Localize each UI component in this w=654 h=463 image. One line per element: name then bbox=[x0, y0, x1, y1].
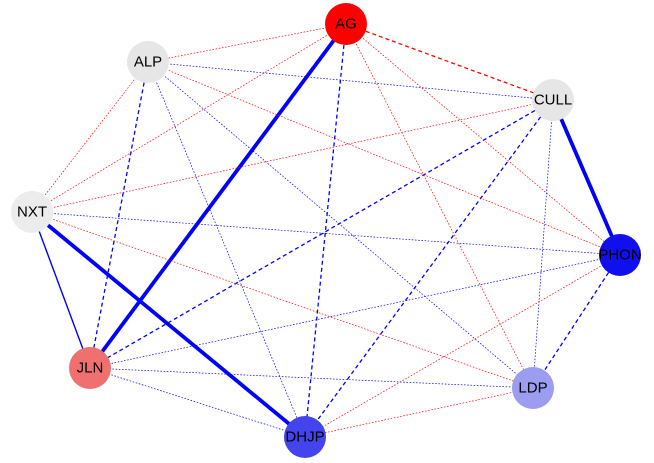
node-label: CULL bbox=[534, 92, 572, 109]
node-circle bbox=[284, 416, 326, 458]
edge-nxt-jln bbox=[31, 211, 91, 369]
edge-alp-jln bbox=[89, 61, 149, 369]
node-label: DHJP bbox=[285, 429, 324, 446]
edge-alp-dhjp bbox=[147, 61, 306, 438]
node-jln: JLN bbox=[69, 347, 111, 389]
edge-nxt-dhjp bbox=[30, 210, 307, 439]
edge-ag-alp bbox=[147, 23, 347, 63]
edge-nxt-ldp bbox=[31, 211, 534, 389]
edge-ldp-dhjp bbox=[304, 387, 534, 438]
edge-ag-cull bbox=[345, 23, 554, 101]
node-ag: AG bbox=[325, 3, 367, 45]
graph-edges bbox=[30, 22, 622, 439]
graph-nodes: AG ALP CULL NXT PHON JLN LDP DHJP bbox=[11, 3, 642, 458]
node-circle bbox=[512, 367, 554, 409]
edge-alp-ldp bbox=[147, 61, 534, 389]
edge-ag-ldp bbox=[345, 23, 534, 389]
edge-jln-ldp bbox=[89, 367, 534, 389]
edge-nxt-phon bbox=[31, 211, 621, 256]
edge-phon-ldp bbox=[532, 254, 621, 389]
node-alp: ALP bbox=[127, 41, 169, 83]
node-label: ALP bbox=[134, 54, 162, 71]
node-circle bbox=[11, 191, 53, 233]
edge-ag-nxt bbox=[31, 23, 347, 213]
edge-ag-dhjp bbox=[304, 23, 347, 438]
edge-alp-nxt bbox=[31, 61, 149, 213]
node-label: LDP bbox=[518, 380, 547, 397]
edge-jln-dhjp bbox=[89, 367, 306, 438]
node-circle bbox=[532, 79, 574, 121]
node-circle bbox=[69, 347, 111, 389]
node-nxt: NXT bbox=[11, 191, 53, 233]
node-label: JLN bbox=[77, 360, 104, 377]
node-circle bbox=[127, 41, 169, 83]
edge-cull-jln bbox=[89, 99, 554, 369]
edge-ag-phon bbox=[345, 23, 621, 256]
node-circle bbox=[325, 3, 367, 45]
node-phon: PHON bbox=[598, 234, 642, 276]
node-ldp: LDP bbox=[512, 367, 554, 409]
edge-cull-ldp bbox=[532, 99, 554, 389]
edge-phon-dhjp bbox=[304, 254, 621, 438]
node-label: NXT bbox=[17, 204, 47, 221]
edge-alp-cull bbox=[147, 61, 554, 101]
edge-jln-ag bbox=[88, 22, 348, 370]
node-dhjp: DHJP bbox=[284, 416, 326, 458]
edge-phon-jln bbox=[89, 254, 621, 369]
node-label: PHON bbox=[598, 247, 641, 264]
node-cull: CULL bbox=[532, 79, 574, 121]
node-label: AG bbox=[335, 16, 357, 33]
edge-cull-phon bbox=[551, 99, 622, 256]
edge-cull-nxt bbox=[31, 99, 554, 213]
node-circle bbox=[599, 234, 641, 276]
